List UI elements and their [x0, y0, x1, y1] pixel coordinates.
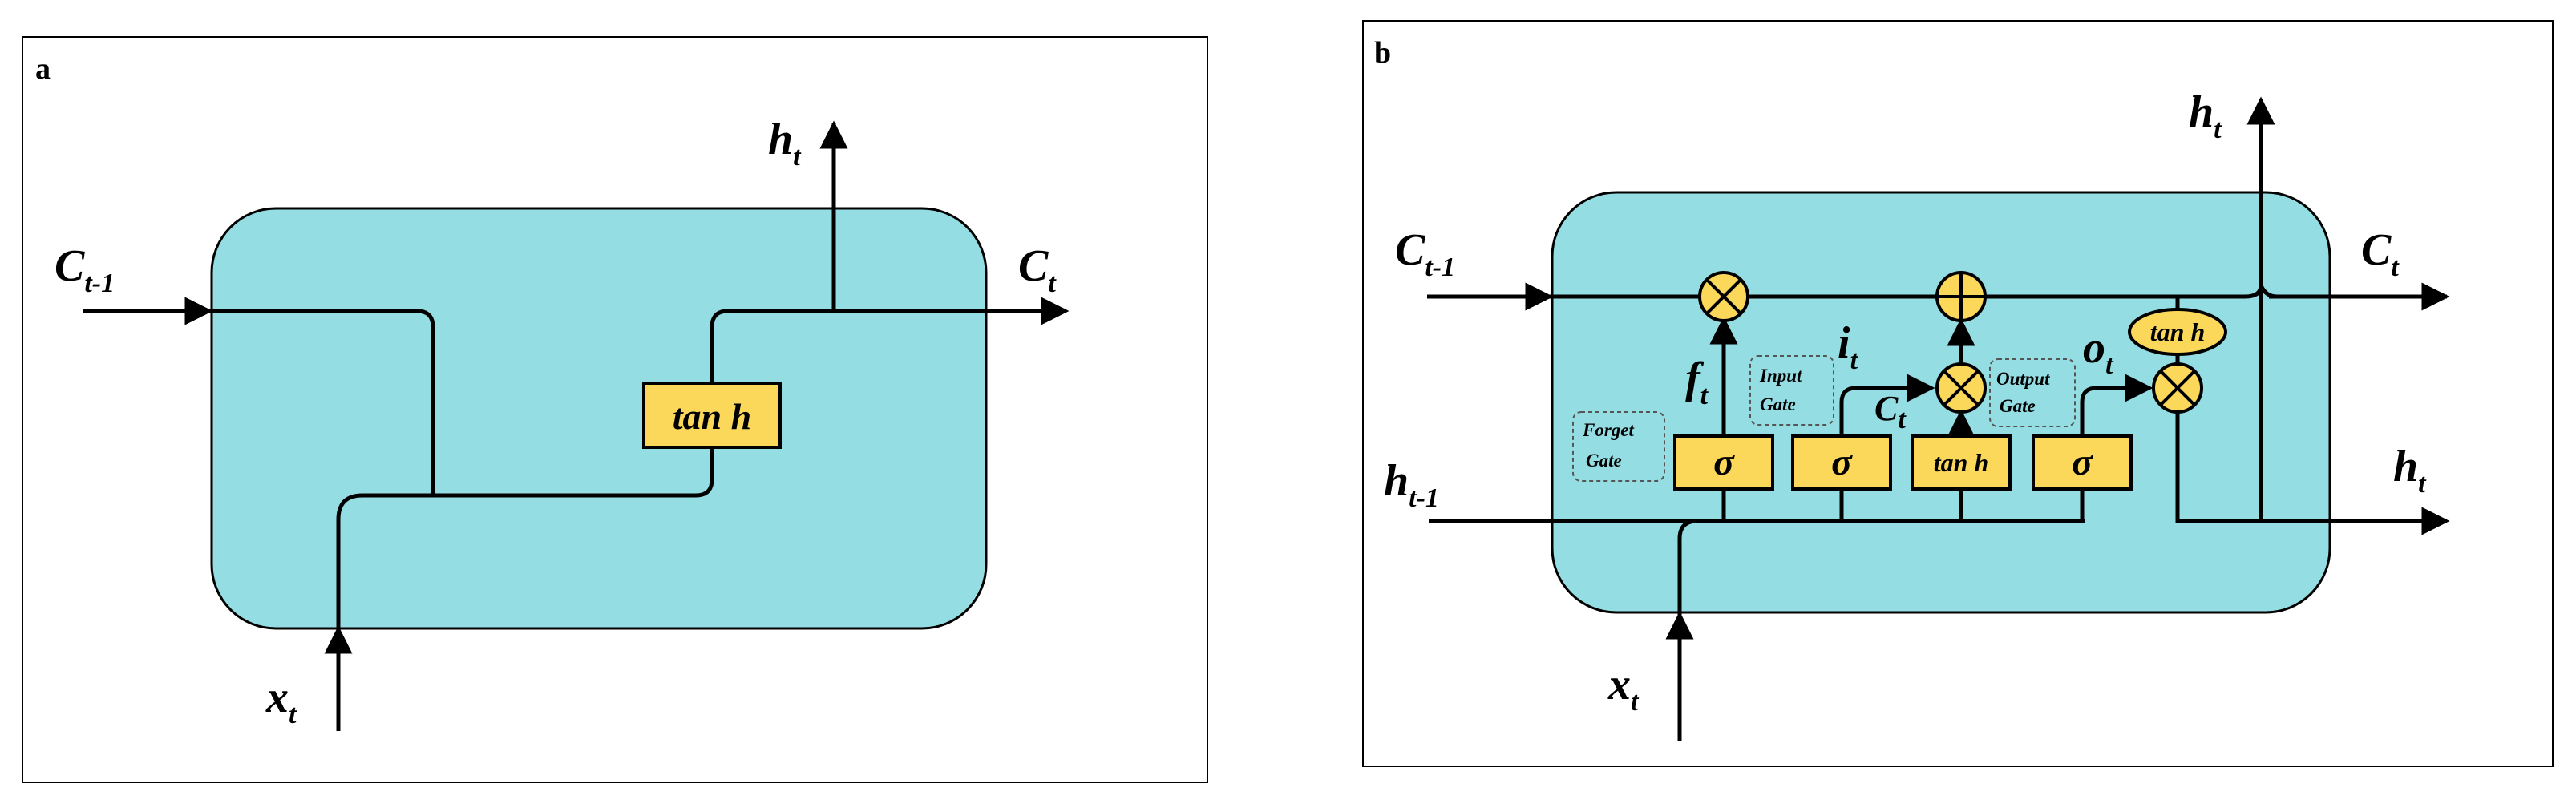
input-gate-note: Input Gate	[1749, 355, 1834, 426]
h-prev-label-b: ht-1	[1384, 456, 1439, 513]
panel-b-label: b	[1374, 36, 1391, 70]
svg-text:Gate: Gate	[1586, 451, 1622, 471]
x-input-line-a	[336, 425, 714, 731]
forget-multiply-icon	[1698, 271, 1749, 322]
output-multiply-icon	[2152, 362, 2203, 414]
cell-tanh-ellipse	[2128, 308, 2227, 356]
c-out-label-a: Ct	[1018, 241, 1057, 298]
panel-a-label: a	[35, 52, 51, 86]
x-input-line-b	[1677, 519, 1698, 741]
tanh-box-a	[642, 382, 782, 449]
x-input-label-b: xt	[1607, 660, 1640, 717]
cell-add-icon	[1935, 271, 1987, 322]
output-gate-note: Output Gate	[1989, 358, 2076, 427]
h-output-line	[2175, 412, 2450, 535]
forget-gate-sigma: σ	[1713, 441, 1735, 483]
input-gate-line	[1839, 374, 1935, 439]
svg-text:Output: Output	[1996, 369, 2050, 389]
output-gate-box	[2032, 434, 2133, 491]
panel-b: b	[1362, 20, 2554, 767]
h-top-label-b: ht	[2189, 87, 2222, 144]
input-multiply-icon	[1935, 362, 1987, 414]
c-prev-label-b: Ct-1	[1395, 225, 1455, 282]
svg-text:Gate: Gate	[1760, 394, 1796, 414]
cell-state-line-a	[83, 309, 435, 495]
tanh-label-a: tan h	[673, 396, 751, 437]
rnn-cell-body	[210, 207, 988, 630]
svg-text:Input: Input	[1759, 366, 1802, 386]
candidate-var: Ct	[1874, 389, 1907, 434]
tanh-output-line-a	[710, 297, 1070, 386]
svg-text:Gate: Gate	[2000, 396, 2036, 416]
input-gate-box	[1791, 434, 1892, 491]
svg-text:Forget: Forget	[1582, 420, 1635, 440]
candidate-tanh-label: tan h	[1934, 448, 1988, 477]
output-gate-var: ot	[2083, 323, 2114, 380]
c-out-label-b: Ct	[2361, 225, 2400, 282]
panel-a: a tan h Ct-1 Ct ht xt	[22, 36, 1208, 783]
output-gate-line	[2080, 388, 2150, 521]
h-right-label-b: ht	[2393, 442, 2427, 499]
h-out-label-a: ht	[768, 115, 802, 172]
x-input-label-a: xt	[265, 673, 297, 729]
c-prev-label-a: Ct-1	[55, 241, 115, 298]
cell-tanh-label: tan h	[2150, 317, 2205, 346]
input-gate-sigma: σ	[1831, 441, 1853, 483]
input-gate-var: it	[1838, 318, 1859, 375]
forget-gate-note: Forget Gate	[1572, 411, 1665, 482]
forget-gate-box	[1673, 434, 1774, 491]
output-gate-sigma: σ	[2072, 441, 2093, 483]
candidate-tanh-box	[1911, 434, 2012, 491]
